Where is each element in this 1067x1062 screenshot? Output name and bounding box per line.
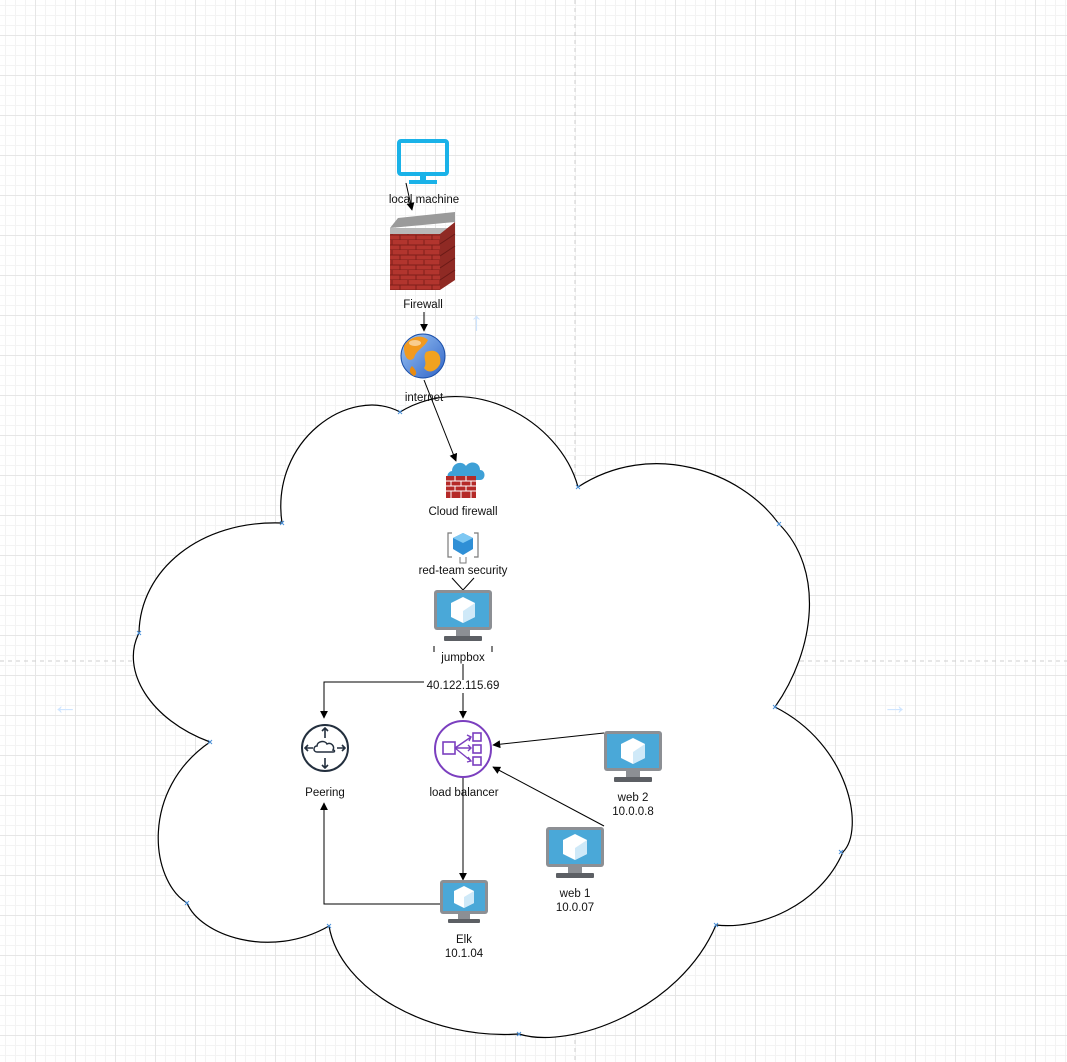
- peering-label: Peering: [305, 787, 345, 799]
- cloud-firewall-icon[interactable]: [446, 462, 485, 498]
- jumpbox-label: jumpbox: [441, 652, 485, 664]
- jumpbox-ip-label: 40.122.115.69: [426, 680, 500, 693]
- edge-elk-to-peering[interactable]: [320, 802, 440, 905]
- elk-ip-label: 10.1.04: [444, 948, 484, 960]
- peering-router-icon[interactable]: [301, 724, 349, 772]
- arrow-up-icon[interactable]: ↑: [470, 306, 483, 336]
- edge-internet-to-cloud-firewall[interactable]: [423, 379, 458, 462]
- cloud-anchor-points: [136, 409, 844, 1037]
- edge-jumpbox-to-peering[interactable]: [320, 681, 424, 719]
- elk-label: Elk: [456, 934, 472, 946]
- cloud-boundary[interactable]: [132, 395, 853, 1038]
- web1-label: web 1: [559, 888, 591, 900]
- cloud-firewall-label: Cloud firewall: [428, 506, 498, 518]
- web1-ip-label: 10.0.07: [555, 902, 595, 914]
- web2-ip-label: 10.0.0.8: [612, 806, 654, 818]
- edge-web1-to-load-balancer[interactable]: [492, 766, 605, 827]
- load-balancer-label: load balancer: [429, 787, 499, 799]
- edge-local-to-firewall[interactable]: [405, 182, 415, 211]
- virtual-machine-icon-elk[interactable]: [440, 880, 488, 923]
- arrow-left-icon[interactable]: ←: [52, 690, 78, 720]
- internet-label: internet: [404, 392, 444, 404]
- arrow-right-icon[interactable]: →: [882, 690, 908, 720]
- virtual-machine-icon-jumpbox[interactable]: [433, 590, 493, 652]
- firewall-label: Firewall: [403, 299, 443, 311]
- edge-web2-to-load-balancer[interactable]: [492, 732, 605, 749]
- network-security-group-icon[interactable]: [447, 532, 479, 564]
- virtual-machine-icon-web2[interactable]: [604, 731, 662, 782]
- web2-label: web 2: [617, 792, 649, 804]
- globe-icon[interactable]: [400, 333, 446, 379]
- red-team-security-label: red-team security: [418, 565, 508, 577]
- local-machine-label: local machine: [388, 194, 460, 206]
- virtual-machine-icon-web1[interactable]: [546, 827, 604, 878]
- brick-firewall-icon[interactable]: [390, 212, 456, 290]
- load-balancer-icon[interactable]: [434, 720, 492, 778]
- monitor-icon[interactable]: [397, 139, 449, 184]
